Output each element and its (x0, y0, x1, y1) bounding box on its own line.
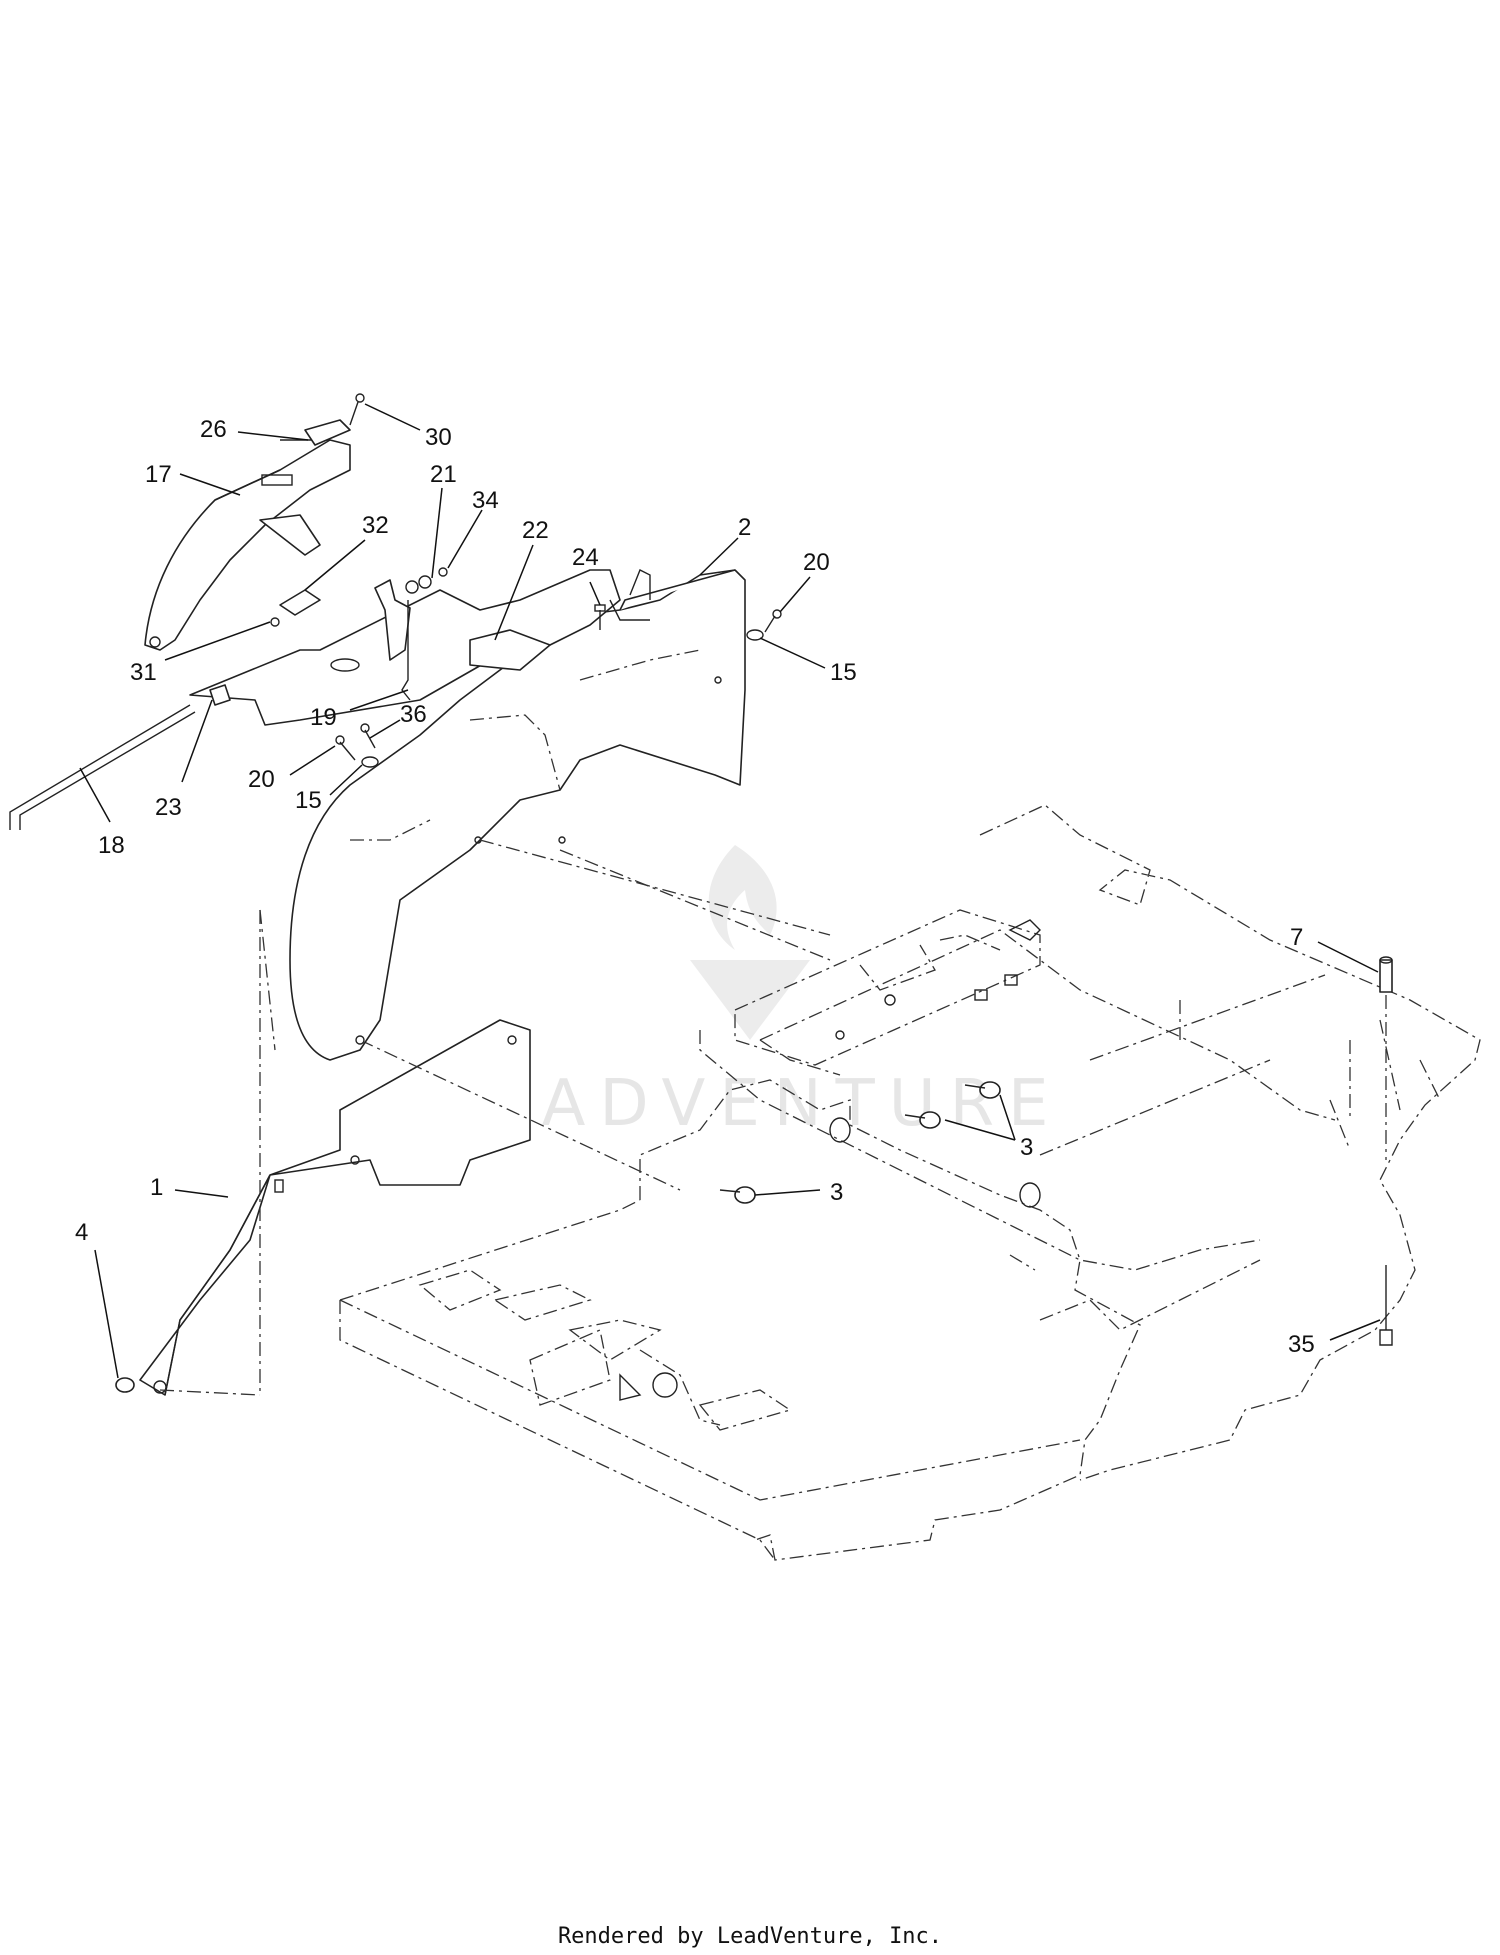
callout-30: 30 (425, 424, 452, 451)
watermark-text: LEADVENTURE (438, 1067, 1063, 1141)
part-17-handle (144, 439, 351, 651)
callout-2: 2 (738, 514, 751, 541)
part-36-bolt (360, 723, 376, 749)
part-15-washer-right (746, 629, 764, 641)
callout-15-lower: 15 (295, 787, 322, 814)
part-4-nut (115, 1377, 135, 1393)
part-3-pin (719, 1186, 756, 1204)
callout-26: 26 (200, 416, 227, 443)
callout-3: 3 (830, 1179, 843, 1206)
control-bracket-assembly (734, 909, 1041, 1076)
frame-roller (829, 1117, 1041, 1208)
part-3-pin (904, 1111, 941, 1129)
callout-labels: 26 30 17 21 34 32 22 24 2 20 15 31 19 36… (75, 416, 1315, 1358)
callout-21: 21 (430, 461, 457, 488)
part-18-rod (9, 704, 196, 830)
callout-35: 35 (1288, 1331, 1315, 1358)
part-34-washer (438, 567, 448, 577)
callout-31: 31 (130, 659, 157, 686)
callout-20-lower: 20 (248, 766, 275, 793)
frame-rear-section (699, 804, 1481, 1481)
callout-32: 32 (362, 512, 389, 539)
part-2-guide-line (479, 839, 831, 936)
watermark: LEADVENTURE (438, 845, 1063, 1141)
callout-23: 23 (155, 794, 182, 821)
callout-36: 36 (400, 701, 427, 728)
part-1-guide-lines (159, 909, 681, 1396)
callout-4: 4 (75, 1219, 88, 1246)
callout-18: 18 (98, 832, 125, 859)
part-23-knob (209, 684, 231, 706)
part-2-console-housing (289, 569, 746, 1061)
callout-3-upper: 3 (1020, 1134, 1033, 1161)
part-32-bumper (279, 589, 321, 616)
part-7-spacer (1379, 956, 1393, 993)
part-15-washer (361, 756, 379, 768)
callout-24: 24 (572, 544, 599, 571)
floor-pan (339, 1079, 1141, 1561)
callout-7: 7 (1290, 924, 1303, 951)
footer-credit: Rendered by LeadVenture, Inc. (558, 1924, 942, 1949)
part-1-side-panel (139, 1019, 531, 1396)
leader-lines (79, 403, 1381, 1379)
part-3-pin (964, 1081, 1001, 1099)
part-20-bolt-right (764, 609, 782, 633)
callout-1: 1 (150, 1174, 163, 1201)
callout-34: 34 (472, 487, 499, 514)
callout-20: 20 (803, 549, 830, 576)
callout-17: 17 (145, 461, 172, 488)
flame-logo-icon (690, 845, 810, 1040)
callout-19: 19 (310, 704, 337, 731)
part-26-bracket (304, 419, 351, 446)
callout-15: 15 (830, 659, 857, 686)
part-19-spring (401, 600, 411, 701)
part-30-screw (349, 393, 365, 426)
part-2-guide-line (559, 849, 831, 961)
callout-22: 22 (522, 517, 549, 544)
part-35-bolt (1379, 1265, 1393, 1346)
part-20-bolt (335, 735, 356, 761)
part-31-nut (270, 617, 280, 627)
